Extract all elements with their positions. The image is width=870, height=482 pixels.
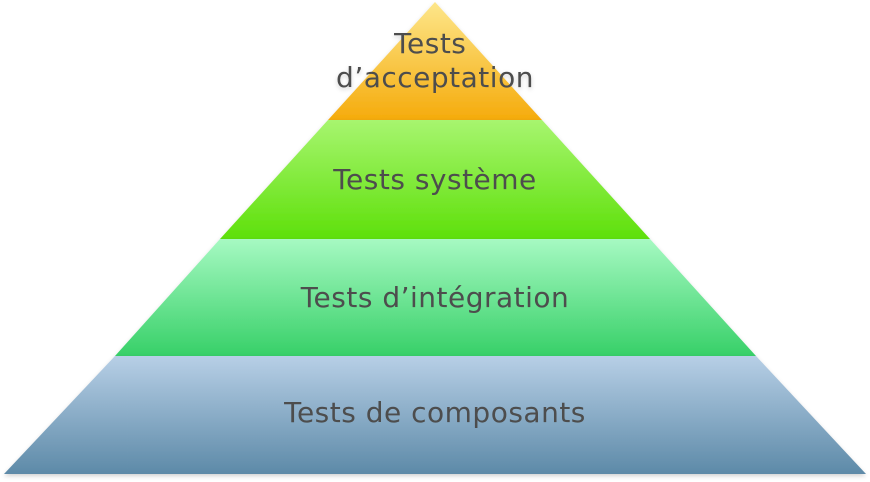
pyramid-level-components: Tests de composants (4, 356, 866, 474)
pyramid-level-components-shape (4, 356, 866, 474)
pyramid-level-acceptance: Tests d’acceptation (328, 2, 542, 120)
pyramid-level-acceptance-label: Tests d’acceptation (336, 27, 534, 94)
pyramid-level-system: Tests système (220, 120, 650, 239)
pyramid-level-integration-shape (115, 239, 756, 356)
pyramid-level-system-shape (220, 120, 650, 239)
pyramid-level-integration: Tests d’intégration (115, 239, 756, 356)
pyramid-level-acceptance-shape (328, 2, 542, 120)
pyramid-level-integration-label: Tests d’intégration (300, 281, 570, 314)
pyramid-level-acceptance-label-line-2: d’acceptation (336, 61, 534, 94)
pyramid-level-acceptance-label-line-1: Tests (393, 27, 466, 60)
pyramid-level-components-label: Tests de composants (283, 396, 586, 429)
pyramid-level-system-label: Tests système (332, 163, 537, 196)
